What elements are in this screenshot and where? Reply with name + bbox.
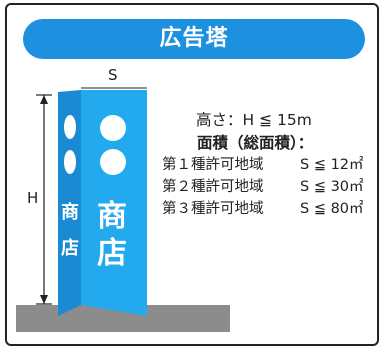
- height-arrow-bottom: [40, 295, 48, 304]
- zone-name: 第２種許可地域: [162, 179, 264, 195]
- height-label: H: [27, 189, 39, 207]
- zone-row-1: 第１種許可地域 S ≦ 12㎡: [162, 153, 364, 174]
- area-heading: 面積（総面積）：: [197, 134, 314, 152]
- front-circle-bottom: [100, 149, 126, 175]
- sign-front-char-1: 商: [97, 199, 127, 234]
- height-requirement: 高さ：H ≦ 15m: [196, 111, 312, 129]
- zone-row-2: 第２種許可地域 S ≦ 30㎡: [162, 175, 364, 196]
- sign-side-face: [58, 90, 81, 316]
- side-oval-bottom: [64, 150, 76, 174]
- zone-limit: S ≦ 12㎡: [300, 157, 364, 173]
- zone-row-3: 第３種許可地域 S ≦ 80㎡: [162, 197, 364, 218]
- title-banner: 広告塔: [23, 19, 365, 59]
- sign-side-char-1: 商: [61, 202, 79, 223]
- sign-front-face: [81, 90, 147, 316]
- height-arrow-top: [40, 95, 48, 104]
- side-oval-top: [64, 115, 76, 139]
- zone-name: 第１種許可地域: [162, 157, 264, 173]
- zone-limit: S ≦ 30㎡: [300, 179, 364, 195]
- zone-limit: S ≦ 80㎡: [300, 201, 364, 217]
- front-circle-top: [100, 115, 126, 141]
- sign-side-char-2: 店: [61, 238, 79, 259]
- width-label: S: [108, 66, 118, 84]
- sign-front-char-2: 店: [97, 236, 127, 271]
- zone-name: 第３種許可地域: [162, 201, 264, 217]
